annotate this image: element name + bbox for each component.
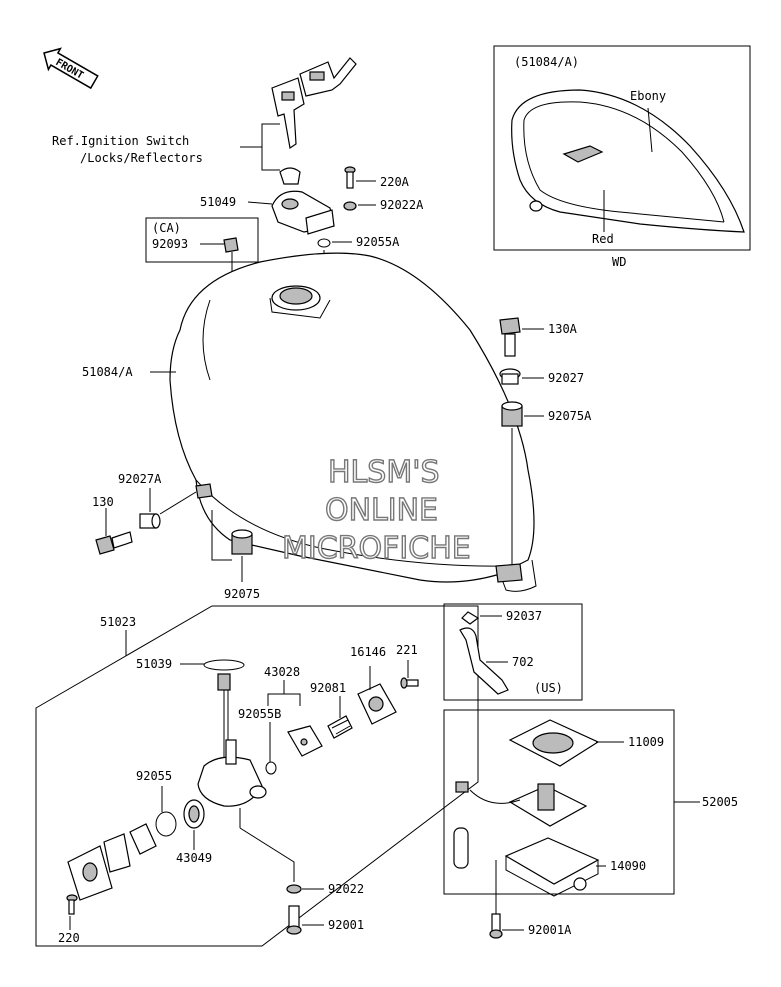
label-51039: 51039	[136, 657, 172, 671]
label-us: (US)	[534, 681, 563, 695]
inset-tank	[511, 89, 745, 233]
label-220: 220	[58, 931, 80, 945]
part-702	[459, 627, 509, 695]
label-43028: 43028	[264, 665, 300, 679]
part-92075	[231, 529, 253, 555]
label-92001A: 92001A	[528, 923, 572, 937]
petcock-lever	[67, 823, 157, 901]
part-221	[400, 677, 419, 689]
part-92081	[327, 715, 353, 739]
label-16146: 16146	[350, 645, 386, 659]
label-ebony: Ebony	[630, 89, 666, 103]
label-92055A: 92055A	[356, 235, 400, 249]
label-92055: 92055	[136, 769, 172, 783]
label-92022: 92022	[328, 882, 364, 896]
watermark-line-1: HLSM'S	[328, 455, 440, 490]
label-220A: 220A	[380, 175, 410, 189]
part-92022	[286, 884, 302, 894]
part-92022A	[343, 201, 357, 211]
label-43049: 43049	[176, 851, 212, 865]
label-92055B: 92055B	[238, 707, 281, 721]
part-130A	[499, 317, 521, 357]
ref-label-2: /Locks/Reflectors	[80, 151, 203, 165]
watermark-line-3: MICROFICHE	[282, 531, 471, 566]
label-92075A: 92075A	[548, 409, 592, 423]
petcock-valve	[197, 673, 267, 807]
label-92027A: 92027A	[118, 472, 162, 486]
part-14090	[504, 837, 600, 897]
part-92001	[286, 905, 302, 935]
label-221: 221	[396, 643, 418, 657]
part-92055A	[317, 238, 331, 248]
label-92027: 92027	[548, 371, 584, 385]
part-92001A	[489, 913, 503, 939]
part-92055	[155, 811, 177, 837]
ignition-keys	[271, 57, 357, 150]
label-ca: (CA)	[152, 221, 181, 235]
part-11009	[508, 719, 600, 767]
label-130: 130	[92, 495, 114, 509]
part-92093	[223, 237, 239, 253]
label-92075: 92075	[224, 587, 260, 601]
inset-box	[493, 45, 751, 251]
part-92075A	[501, 401, 523, 427]
label-wd: WD	[612, 255, 626, 269]
watermark-line-2: ONLINE	[325, 493, 438, 528]
label-92001: 92001	[328, 918, 364, 932]
label-11009: 11009	[628, 735, 664, 749]
ca-box	[145, 217, 259, 263]
label-51049: 51049	[200, 195, 236, 209]
part-92027	[499, 368, 521, 385]
part-92027A	[139, 513, 161, 529]
label-92093: 92093	[152, 237, 188, 251]
part-130	[95, 531, 133, 555]
label-51084A: 51084/A	[82, 365, 133, 379]
part-220A	[344, 166, 356, 189]
label-130A: 130A	[548, 322, 578, 336]
fuel-tank	[169, 252, 537, 592]
label-52005: 52005	[702, 795, 738, 809]
label-702: 702	[512, 655, 534, 669]
label-92022A: 92022A	[380, 198, 424, 212]
part-51039	[203, 659, 245, 671]
part-52005	[453, 781, 588, 869]
part-220	[66, 894, 78, 915]
front-arrow: FRONT	[43, 47, 99, 90]
label-red: Red	[592, 232, 614, 246]
ref-label-1: Ref.Ignition Switch	[52, 134, 189, 148]
label-inset-title: (51084/A)	[514, 55, 579, 69]
petcock-assembly-box	[35, 605, 479, 947]
us-box	[443, 603, 583, 701]
part-92037	[461, 611, 480, 625]
label-92081: 92081	[310, 681, 346, 695]
label-14090: 14090	[610, 859, 646, 873]
part-51049	[271, 190, 335, 235]
part-16146	[357, 683, 397, 725]
part-43049	[183, 799, 205, 829]
label-92037: 92037	[506, 609, 542, 623]
part-92055B	[265, 761, 277, 775]
label-51023: 51023	[100, 615, 136, 629]
